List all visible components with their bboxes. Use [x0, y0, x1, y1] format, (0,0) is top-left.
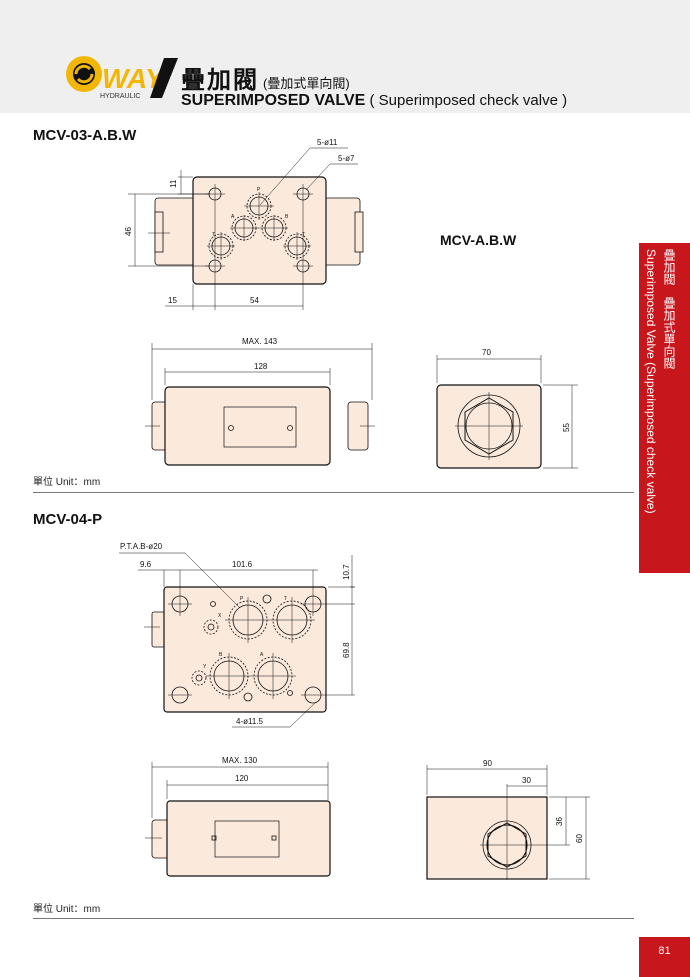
svg-text:T: T	[284, 596, 287, 602]
mcv03-front-view: MAX. 143 128	[145, 337, 375, 466]
side-tab-english: Superimposed Valve (Superimposed check v…	[644, 249, 658, 514]
unit-note: 單位 Unit：mm	[33, 904, 101, 915]
svg-text:B: B	[219, 652, 223, 658]
section-title-mcv-04: MCV-04-P	[33, 511, 103, 528]
svg-text:128: 128	[254, 362, 268, 371]
mcv03-top-view: 5-ø11 5-ø7 11 46 15 54 P A B T T	[124, 138, 364, 310]
svg-text:36: 36	[555, 817, 564, 826]
svg-text:P.T.A.B-ø20: P.T.A.B-ø20	[120, 542, 163, 551]
svg-text:P: P	[257, 187, 261, 193]
svg-text:15: 15	[168, 296, 177, 305]
section-title-mcv-03: MCV-03-A.B.W	[33, 127, 137, 144]
svg-text:5-ø11: 5-ø11	[317, 138, 338, 147]
page-header: WAY HYDRAULIC 疊加閥(疊加式單向閥) SUPERIMPOSED V…	[0, 0, 690, 113]
model-label: MCV-A.B.W	[440, 232, 517, 248]
unit-note: 單位 Unit：mm	[33, 477, 101, 488]
svg-text:120: 120	[235, 774, 249, 783]
svg-text:10.7: 10.7	[342, 564, 351, 580]
svg-text:9.6: 9.6	[140, 560, 152, 569]
svg-text:11: 11	[169, 179, 178, 188]
svg-text:P: P	[240, 596, 244, 602]
page-number: 81	[639, 937, 690, 977]
divider	[33, 918, 634, 919]
title-chinese: 疊加閥(疊加式單向閥)	[181, 67, 350, 94]
svg-text:54: 54	[250, 296, 259, 305]
svg-text:HYDRAULIC: HYDRAULIC	[100, 93, 140, 100]
svg-text:90: 90	[483, 759, 492, 768]
svg-text:70: 70	[482, 348, 491, 357]
svg-text:69.8: 69.8	[342, 642, 351, 658]
side-category-tab: 疊加閥 疊加式單向閥 Superimposed Valve (Superimpo…	[639, 243, 690, 573]
side-tab-chinese: 疊加閥 疊加式單向閥	[662, 249, 676, 369]
mcv04-front-view: MAX. 130 120	[145, 756, 331, 877]
svg-text:5-ø7: 5-ø7	[338, 154, 355, 163]
title-english: SUPERIMPOSED VALVE ( Superimposed check …	[181, 92, 568, 109]
mcv04-top-view: P.T.A.B-ø20 9.6 101.6 10.7 69.8 4-ø11.5 …	[119, 542, 355, 728]
svg-text:30: 30	[522, 776, 531, 785]
mcv04-side-view: 90 30 36 60	[426, 759, 590, 880]
svg-text:MAX. 143: MAX. 143	[242, 337, 278, 346]
svg-text:55: 55	[562, 423, 571, 432]
divider	[33, 492, 634, 493]
oway-logo: WAY HYDRAULIC	[66, 56, 178, 100]
svg-text:T: T	[212, 232, 215, 238]
svg-text:46: 46	[124, 227, 133, 236]
svg-text:MAX. 130: MAX. 130	[222, 756, 258, 765]
svg-text:B: B	[285, 214, 289, 220]
mcv03-side-view: 70 55	[436, 348, 578, 469]
svg-text:X: X	[218, 613, 222, 619]
svg-text:4-ø11.5: 4-ø11.5	[236, 717, 264, 726]
svg-text:A: A	[260, 652, 264, 658]
svg-text:A: A	[231, 214, 235, 220]
svg-text:T: T	[302, 232, 305, 238]
svg-text:101.6: 101.6	[232, 560, 253, 569]
svg-text:Y: Y	[203, 664, 207, 670]
svg-text:60: 60	[575, 834, 584, 843]
